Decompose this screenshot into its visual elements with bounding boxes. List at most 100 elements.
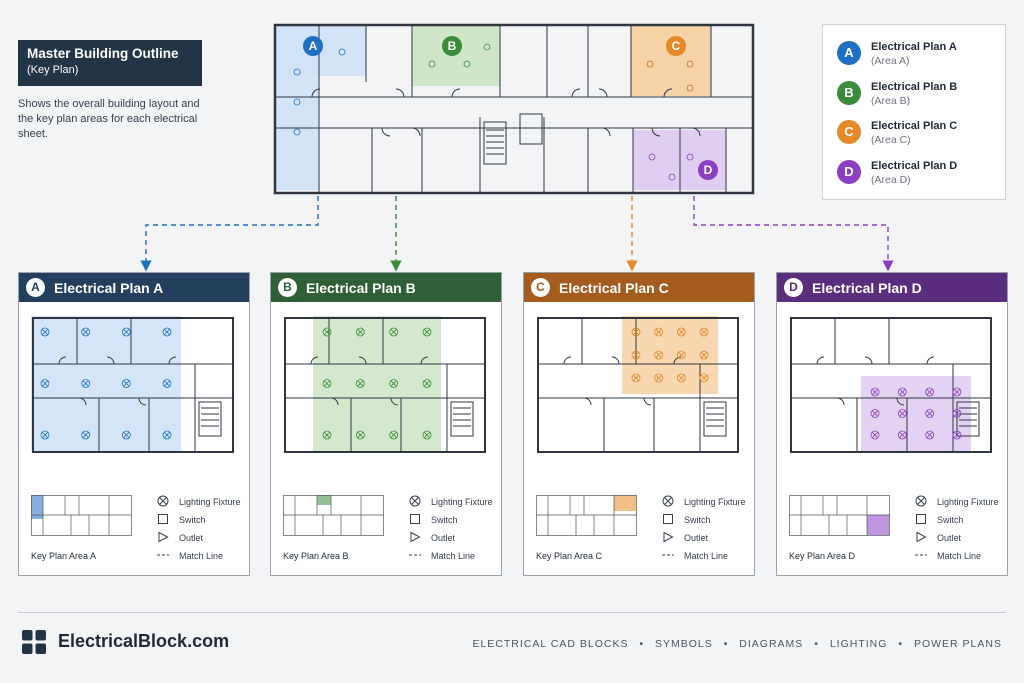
- legend-title-a: Electrical Plan A: [871, 41, 957, 53]
- switch-icon: [410, 514, 420, 524]
- legend-area-d: (Area D): [871, 174, 911, 186]
- card-header: A Electrical Plan A: [19, 273, 249, 302]
- map-badge-a: A: [303, 36, 323, 56]
- key-plan-label: Key Plan Area A: [31, 551, 97, 561]
- electrical-plan-card-a: A Electrical Plan A: [18, 272, 250, 576]
- symbol-match-label: Match Line: [431, 551, 476, 561]
- card-header: B Electrical Plan B: [271, 273, 501, 302]
- match-line-icon: [662, 554, 674, 556]
- map-badge-c: C: [666, 36, 686, 56]
- tag-separator: •: [814, 638, 819, 650]
- footer-divider: [18, 612, 1006, 613]
- legend-area-b: (Area B): [871, 95, 911, 107]
- key-plan-label: Key Plan Area B: [283, 551, 349, 561]
- legend-badge-a: A: [837, 41, 861, 65]
- tag-diagrams: DIAGRAMS: [739, 638, 804, 650]
- lighting-fixture-icon: [409, 495, 421, 507]
- tag-symbols: SYMBOLS: [654, 638, 713, 650]
- key-plan-highlight: [614, 495, 636, 511]
- card-badge: A: [26, 278, 45, 297]
- lighting-fixture-icon: [157, 495, 169, 507]
- legend-area-c: (Area C): [871, 134, 911, 146]
- card-title: Electrical Plan B: [306, 280, 416, 296]
- legend-badge-b: B: [837, 81, 861, 105]
- symbol-match-label: Match Line: [684, 551, 729, 561]
- lighting-fixture-icon: [662, 495, 674, 507]
- match-line-icon: [915, 554, 927, 556]
- connector-d: [693, 196, 894, 272]
- legend-badge-d: D: [837, 160, 861, 184]
- legend-badge-c: C: [837, 120, 861, 144]
- legend-title-b: Electrical Plan B: [871, 81, 958, 93]
- symbol-switch-label: Switch: [937, 515, 964, 525]
- brand-grid-icon: [22, 630, 46, 654]
- card-badge: B: [278, 278, 297, 297]
- key-plan-label: Key Plan Area D: [789, 551, 856, 561]
- area-highlight: [622, 316, 718, 394]
- key-plan-mini: [31, 495, 132, 536]
- area-highlight: [31, 316, 181, 451]
- key-plan-mini: [789, 495, 890, 536]
- outlet-icon: [158, 531, 169, 543]
- master-description: Shows the overall building layout and th…: [18, 98, 200, 140]
- card-badge: C: [531, 278, 550, 297]
- symbol-outlet-label: Outlet: [179, 533, 204, 543]
- key-plan-highlight: [867, 515, 889, 535]
- electrical-plan-card-b: B Electrical Plan B: [270, 272, 502, 576]
- map-badge-b: B: [442, 36, 462, 56]
- key-plan-mini: [536, 495, 637, 536]
- lighting-fixtures: [631, 327, 709, 383]
- card-floor-plan: [537, 316, 739, 453]
- symbol-outlet-label: Outlet: [937, 533, 962, 543]
- brand-name: ElectricalBlock.com: [58, 631, 230, 651]
- area-legend: A Electrical Plan A (Area A) B Electrica…: [822, 24, 1006, 200]
- master-title: Master Building Outline: [27, 46, 179, 61]
- card-title: Electrical Plan D: [812, 280, 922, 296]
- connector-a: [140, 196, 319, 272]
- symbol-switch-label: Switch: [179, 515, 206, 525]
- footer-tagline: ELECTRICAL CAD BLOCKS • SYMBOLS • DIAGRA…: [472, 638, 1002, 650]
- card-header: D Electrical Plan D: [777, 273, 1007, 302]
- switch-icon: [916, 514, 926, 524]
- area-highlight: [313, 316, 441, 451]
- card-floor-plan: [31, 316, 234, 453]
- outlet-icon: [410, 531, 421, 543]
- card-floor-plan: [790, 317, 992, 453]
- outlet-icon: [663, 531, 674, 543]
- lighting-fixture-icon: [915, 495, 927, 507]
- area-highlight: [861, 376, 971, 451]
- switch-icon: [663, 514, 673, 524]
- card-floor-plan: [284, 316, 486, 453]
- lighting-fixtures: [870, 387, 962, 440]
- card-header: C Electrical Plan C: [524, 273, 754, 302]
- key-plan-highlight: [31, 495, 43, 519]
- tag-separator: •: [639, 638, 645, 650]
- match-line-icon: [157, 554, 169, 556]
- symbol-outlet-label: Outlet: [684, 533, 709, 543]
- electrical-plan-card-c: C Electrical Plan C: [523, 272, 755, 576]
- symbol-switch-label: Switch: [431, 515, 458, 525]
- legend-title-d: Electrical Plan D: [871, 160, 958, 172]
- symbol-lighting-label: Lighting Fixture: [937, 497, 999, 507]
- card-badge: D: [784, 278, 803, 297]
- area-b-highlight: [412, 26, 500, 86]
- map-badge-d: D: [698, 160, 718, 180]
- electrical-plan-card-d: D Electrical Plan D: [776, 272, 1008, 576]
- symbol-lighting-label: Lighting Fixture: [179, 497, 241, 507]
- card-title: Electrical Plan C: [559, 280, 669, 296]
- switch-icon: [158, 514, 168, 524]
- master-subtitle: (Key Plan): [27, 64, 79, 76]
- legend-title-c: Electrical Plan C: [871, 120, 958, 132]
- symbol-match-label: Match Line: [937, 551, 982, 561]
- symbol-switch-label: Switch: [684, 515, 711, 525]
- match-line-icon: [409, 554, 421, 556]
- tag-lighting: LIGHTING: [829, 638, 888, 650]
- card-title: Electrical Plan A: [54, 280, 164, 296]
- symbol-match-label: Match Line: [179, 551, 224, 561]
- outlet-icon: [916, 531, 927, 543]
- tag-power-plans: POWER PLANS: [913, 638, 1002, 650]
- tag-separator: •: [898, 638, 904, 650]
- key-plan-highlight: [317, 495, 331, 505]
- tag-cad-blocks: ELECTRICAL CAD BLOCKS: [472, 638, 629, 650]
- lighting-fixtures: [322, 327, 432, 440]
